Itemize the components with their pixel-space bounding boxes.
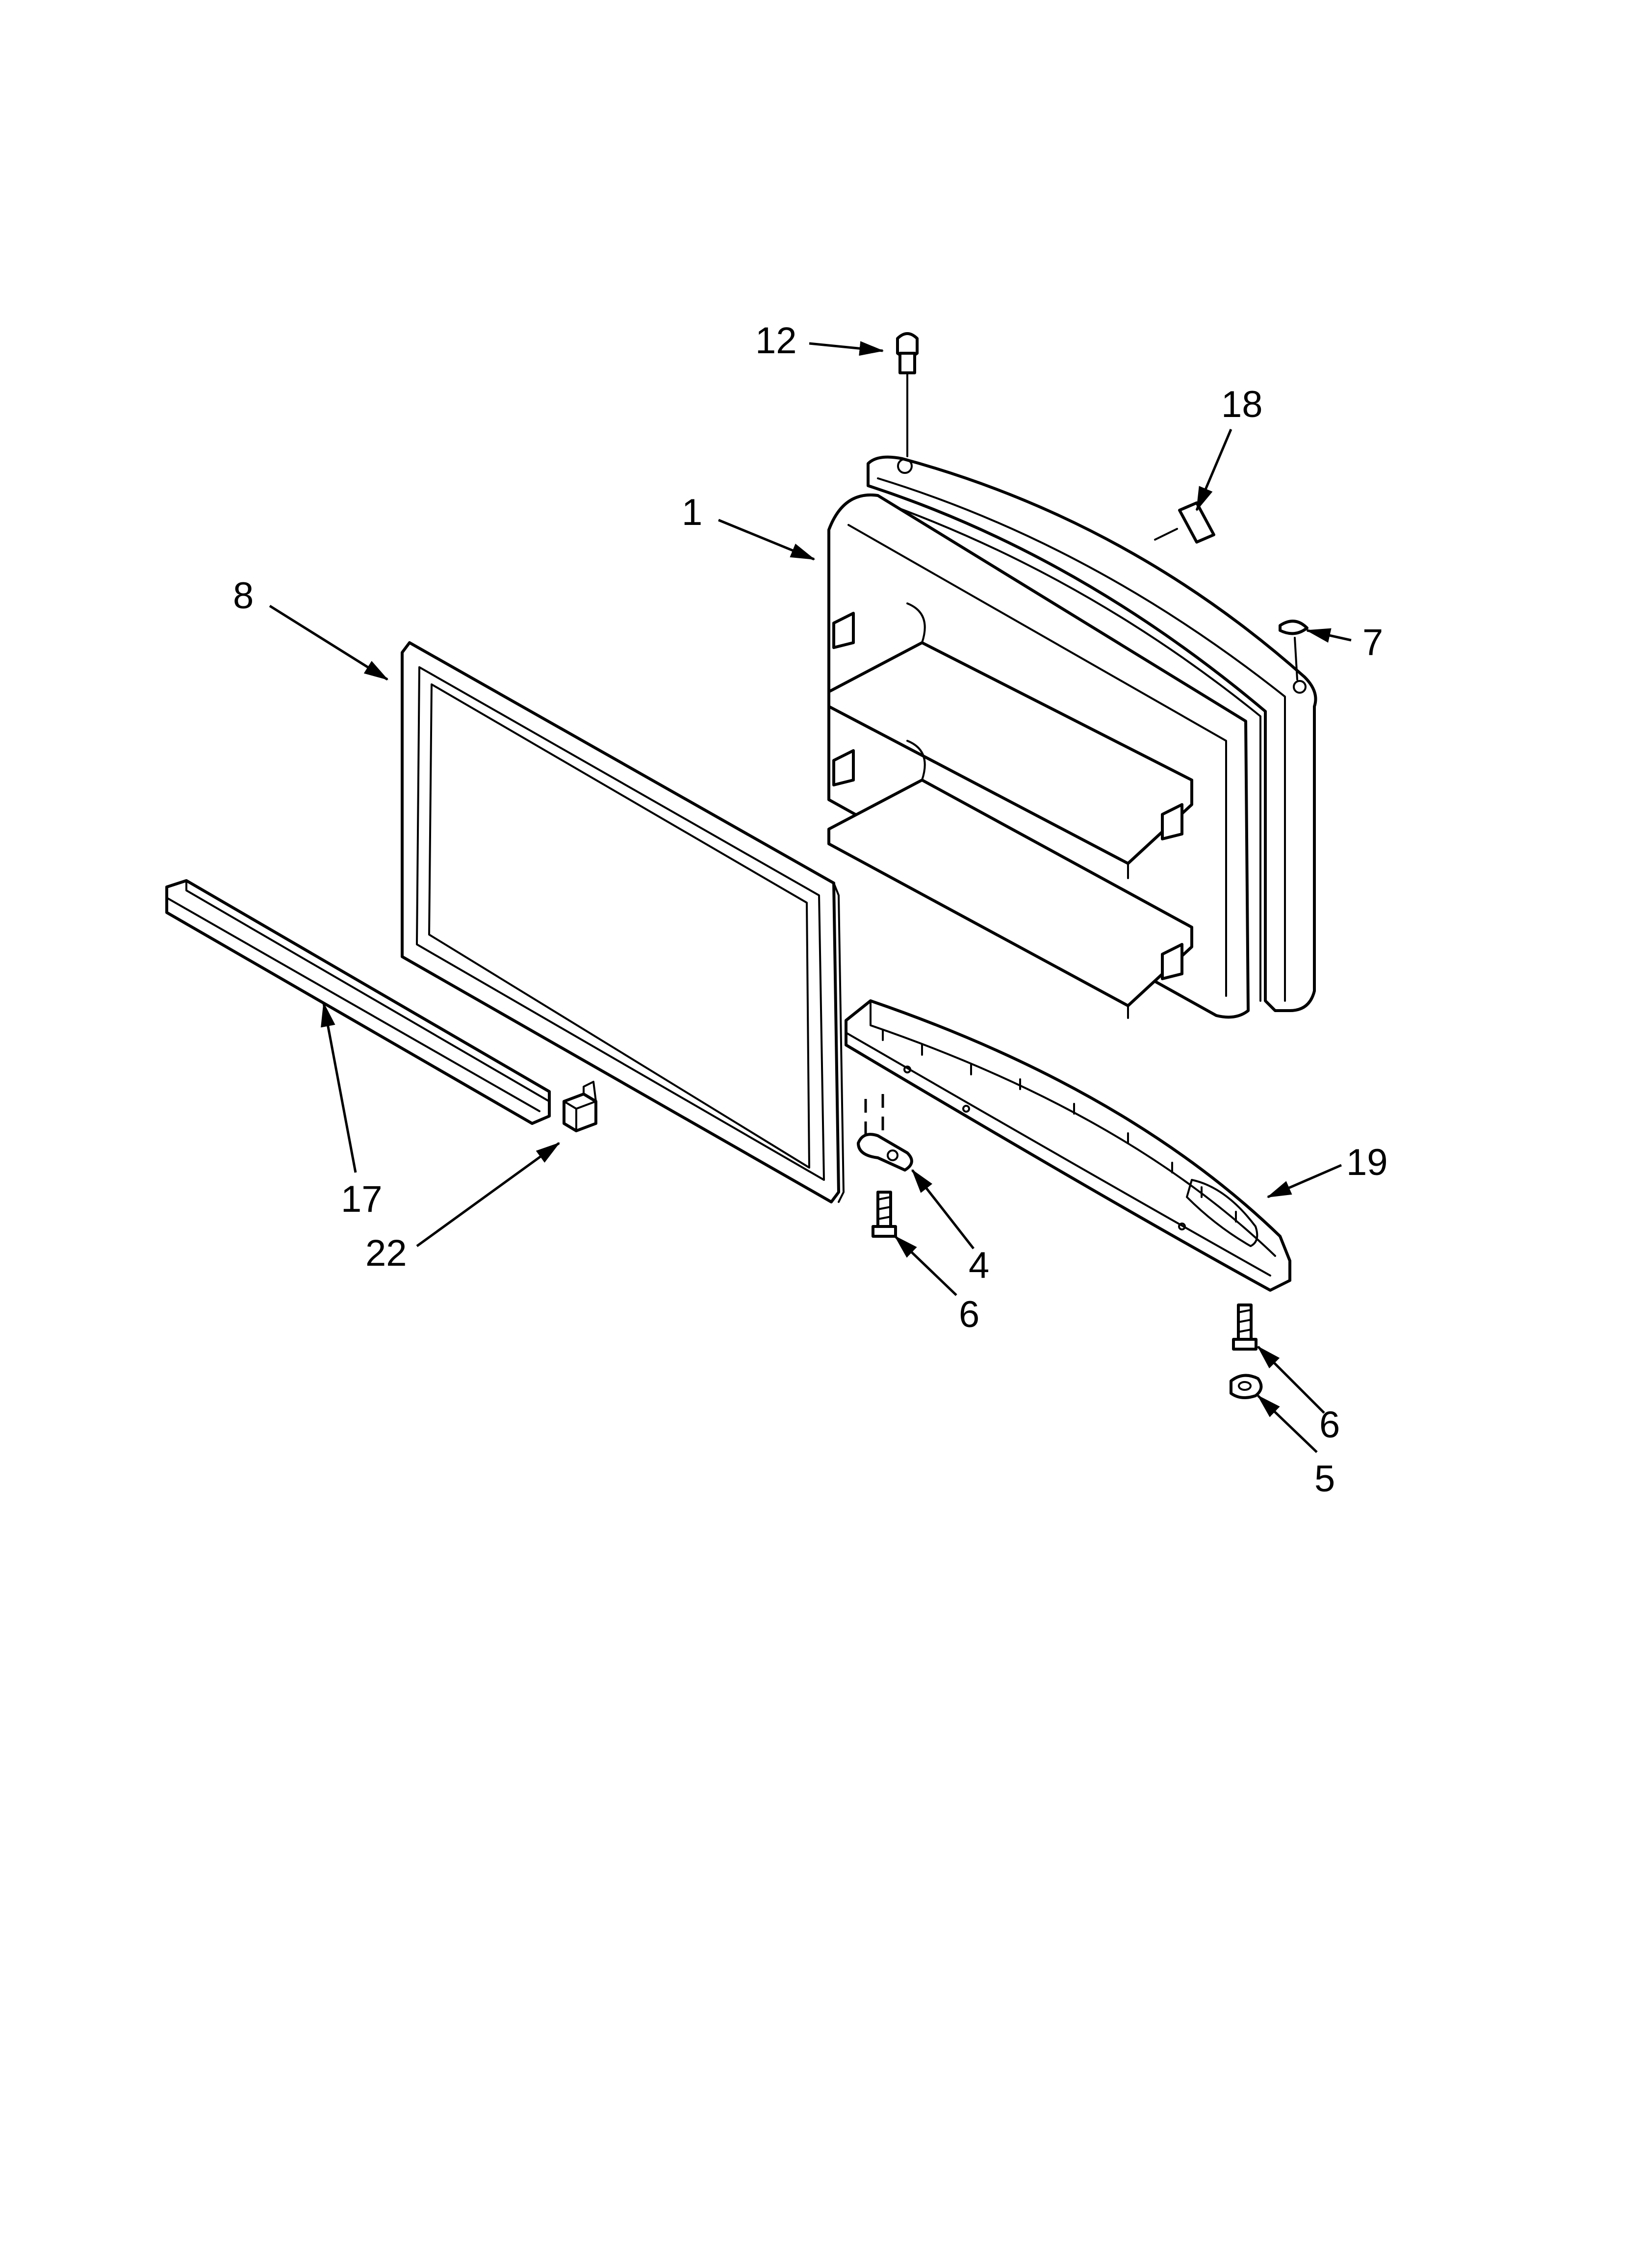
leader-18: [1195, 429, 1232, 512]
screw-part-6-right: [1232, 1303, 1257, 1351]
leader-17: [321, 1002, 357, 1173]
callout-19: 19: [1346, 1142, 1388, 1183]
leader-4: [911, 1169, 975, 1250]
leader-8: [269, 604, 389, 681]
callout-22: 22: [365, 1232, 407, 1274]
label-part-18: [1154, 501, 1215, 544]
callout-1: 1: [682, 492, 702, 533]
callout-7: 7: [1362, 622, 1383, 663]
gasket-part-8: [401, 641, 845, 1203]
bracket-part-4: [857, 1094, 913, 1172]
callout-6-left: 6: [959, 1294, 979, 1335]
leader-6-left: [894, 1235, 957, 1296]
callout-5: 5: [1314, 1458, 1335, 1500]
leader-12: [809, 341, 884, 356]
callout-8: 8: [233, 575, 254, 617]
callout-12: 12: [755, 320, 797, 362]
callout-labels: 12 18 1 8 7 19 17 22 4 6 6 5: [233, 320, 1388, 1500]
door-liner-part-1: [827, 455, 1317, 1019]
plug-part-12: [896, 332, 919, 457]
leader-1: [718, 519, 816, 561]
leader-19: [1266, 1164, 1342, 1199]
callout-4: 4: [969, 1245, 989, 1286]
leader-6-right: [1257, 1346, 1325, 1414]
leader-7: [1306, 628, 1352, 643]
plug-part-7: [1279, 620, 1308, 680]
washer-part-5: [1230, 1374, 1263, 1399]
leader-22: [416, 1142, 561, 1248]
handle-part-19: [845, 999, 1291, 1292]
clip-part-22: [563, 1081, 597, 1132]
breaker-strip-part-17: [165, 879, 551, 1125]
leader-lines: [269, 341, 1352, 1453]
callout-18: 18: [1221, 384, 1263, 425]
callout-6-right: 6: [1319, 1404, 1340, 1446]
leader-5: [1257, 1395, 1318, 1453]
callout-17: 17: [341, 1178, 383, 1220]
screw-part-6-left: [872, 1191, 897, 1238]
